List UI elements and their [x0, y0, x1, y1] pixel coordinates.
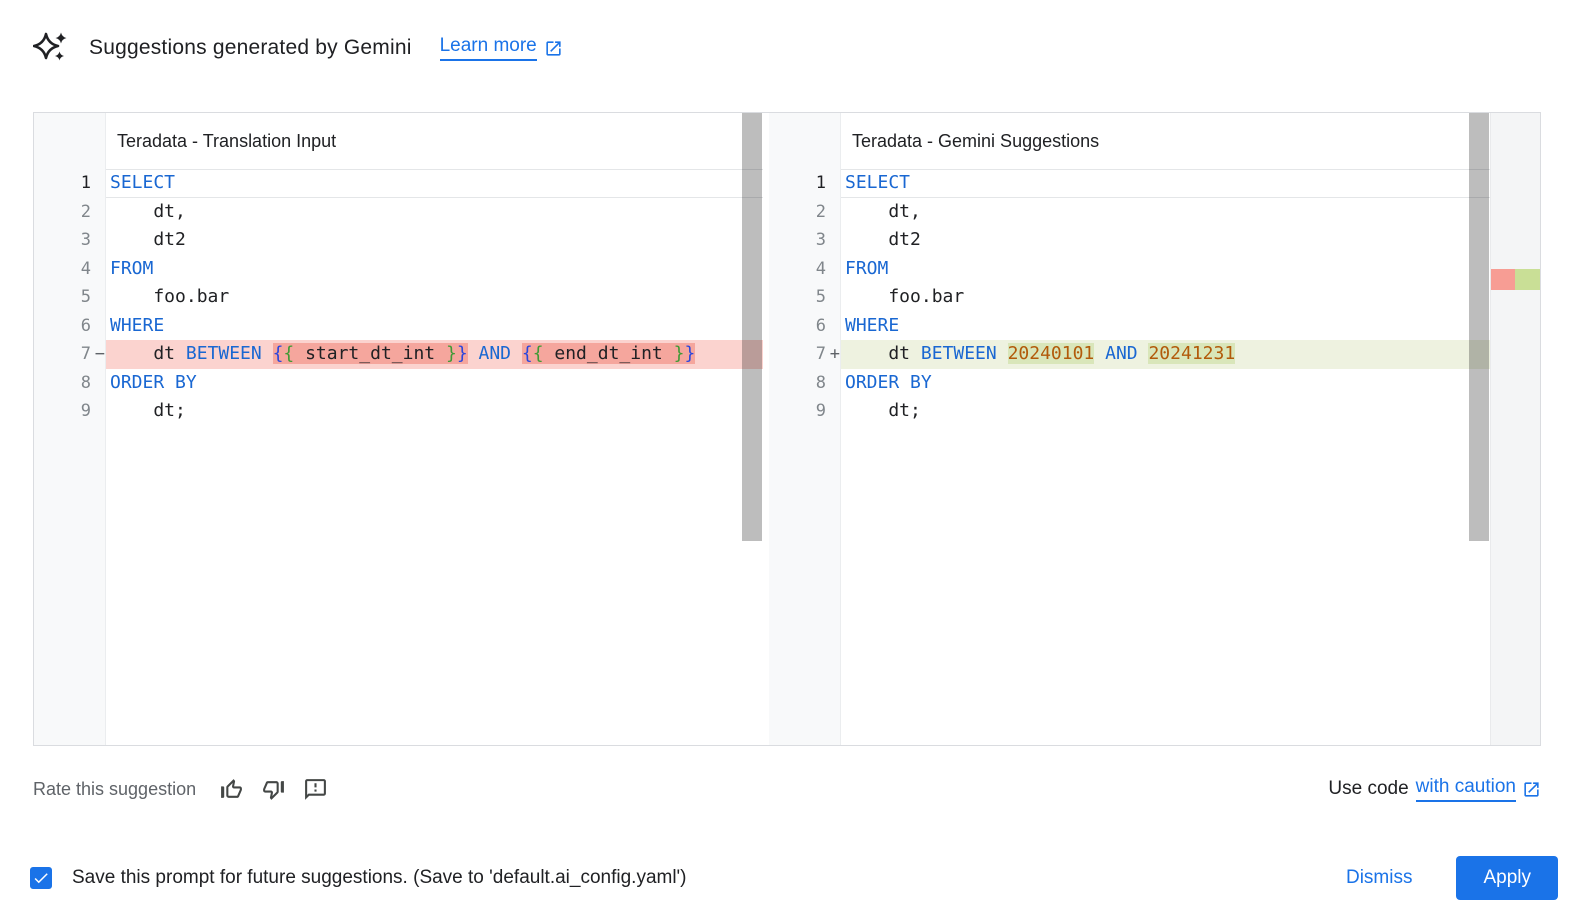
line-number: 3 — [815, 230, 826, 250]
code-text: foo.bar — [845, 286, 965, 307]
panel-title-input: Teradata - Translation Input — [117, 131, 337, 151]
line-number: 7− — [34, 340, 106, 369]
learn-more-link[interactable]: Learn more — [439, 35, 563, 61]
code-text: dt BETWEEN 20240101 AND 20241231 — [841, 340, 1490, 369]
line-number: 3 — [80, 230, 91, 250]
code-text: ORDER BY — [845, 371, 932, 393]
line-number: 8 — [815, 372, 826, 393]
added-line-marker: + — [829, 344, 840, 364]
code-text: WHERE — [845, 314, 900, 336]
code-text: WHERE — [110, 314, 165, 336]
gemini-sparkle-icon — [33, 32, 67, 61]
code-line: 7− dt BETWEEN {{ start_dt_int }} AND {{ … — [34, 340, 763, 369]
bottom-bar: Save this prompt for future suggestions.… — [0, 850, 1574, 906]
code-text: FROM — [845, 257, 889, 279]
code-text: dt, — [845, 200, 921, 222]
code-text: SELECT — [106, 169, 763, 198]
line-number: 1 — [815, 173, 826, 193]
feedback-icon — [304, 778, 326, 800]
thumbs-up-button[interactable] — [216, 774, 246, 804]
with-caution-link[interactable]: with caution — [1415, 776, 1541, 802]
line-number: 9 — [815, 401, 826, 421]
page-title: Suggestions generated by Gemini — [89, 36, 412, 59]
code-line: 6 WHERE — [34, 312, 763, 341]
rate-row: Rate this suggestion Use code with cauti… — [33, 772, 1541, 806]
line-number: 4 — [815, 258, 826, 279]
code-text: dt; — [845, 400, 921, 421]
thumbs-up-icon — [220, 778, 242, 798]
code-line: 5 foo.bar — [34, 283, 763, 312]
external-link-icon — [1524, 781, 1539, 797]
line-number: 6 — [815, 315, 826, 336]
code-line: 8 ORDER BY — [34, 369, 763, 398]
apply-button[interactable]: Apply — [1456, 856, 1558, 900]
panel-divider — [763, 113, 769, 745]
code-line: 6 WHERE — [769, 312, 1490, 341]
scrollbar-thumb[interactable] — [1469, 113, 1489, 541]
code-text: dt2 — [845, 229, 921, 250]
code-line: 1 SELECT — [769, 169, 1490, 198]
code-text: ORDER BY — [110, 371, 197, 393]
code-line: 2 dt, — [769, 198, 1490, 227]
line-number: 1 — [80, 173, 91, 193]
line-number-gutter — [769, 113, 841, 745]
panel-title-suggestions: Teradata - Gemini Suggestions — [852, 131, 1100, 151]
line-number: 4 — [80, 258, 91, 279]
thumbs-down-button[interactable] — [258, 774, 288, 804]
feedback-button[interactable] — [300, 774, 330, 804]
dismiss-button[interactable]: Dismiss — [1332, 859, 1427, 897]
code-text: dt2 — [110, 229, 186, 250]
vertical-scrollbar[interactable] — [741, 113, 763, 745]
line-number: 5 — [815, 287, 826, 307]
code-line: 8 ORDER BY — [769, 369, 1490, 398]
deleted-line-marker: − — [94, 344, 105, 364]
line-number: 5 — [80, 287, 91, 307]
header: Suggestions generated by Gemini Learn mo… — [0, 0, 1574, 112]
use-code-notice: Use code with caution — [1328, 776, 1541, 802]
save-prompt-label: Save this prompt for future suggestions.… — [72, 867, 687, 888]
code-text: dt; — [110, 400, 186, 421]
diff-map-added-marker — [1515, 269, 1540, 290]
code-line: 5 foo.bar — [769, 283, 1490, 312]
line-number: 2 — [815, 201, 826, 222]
code-text: foo.bar — [110, 286, 230, 307]
external-link-icon — [546, 40, 561, 56]
diff-map-deleted-marker — [1491, 269, 1515, 290]
code-line: 3 dt2 — [769, 226, 1490, 255]
code-text: dt, — [110, 200, 186, 222]
code-text: FROM — [110, 257, 154, 279]
code-text: dt BETWEEN {{ start_dt_int }} AND {{ end… — [106, 340, 763, 369]
line-number: 7+ — [769, 340, 841, 369]
line-number-gutter — [34, 113, 106, 745]
rate-label: Rate this suggestion — [33, 778, 197, 799]
use-code-text: Use code — [1328, 778, 1409, 799]
checkmark-icon — [34, 873, 48, 884]
scrollbar-thumb[interactable] — [742, 113, 762, 541]
code-line: 7+ dt BETWEEN 20240101 AND 20241231 — [769, 340, 1490, 369]
save-prompt-checkbox[interactable] — [30, 867, 52, 889]
code-line: 4 FROM — [34, 255, 763, 284]
thumbs-down-icon — [262, 780, 284, 800]
code-text: SELECT — [841, 169, 1490, 198]
line-number: 8 — [80, 372, 91, 393]
code-line: 2 dt, — [34, 198, 763, 227]
line-number: 9 — [80, 401, 91, 421]
diff-overview-ruler[interactable] — [1490, 113, 1540, 745]
code-line: 9 dt; — [34, 397, 763, 426]
code-line: 4 FROM — [769, 255, 1490, 284]
code-line: 9 dt; — [769, 397, 1490, 426]
code-line: 3 dt2 — [34, 226, 763, 255]
vertical-scrollbar[interactable] — [1468, 113, 1490, 745]
line-number: 6 — [80, 315, 91, 336]
line-number: 2 — [80, 201, 91, 222]
code-line: 1 SELECT — [34, 169, 763, 198]
